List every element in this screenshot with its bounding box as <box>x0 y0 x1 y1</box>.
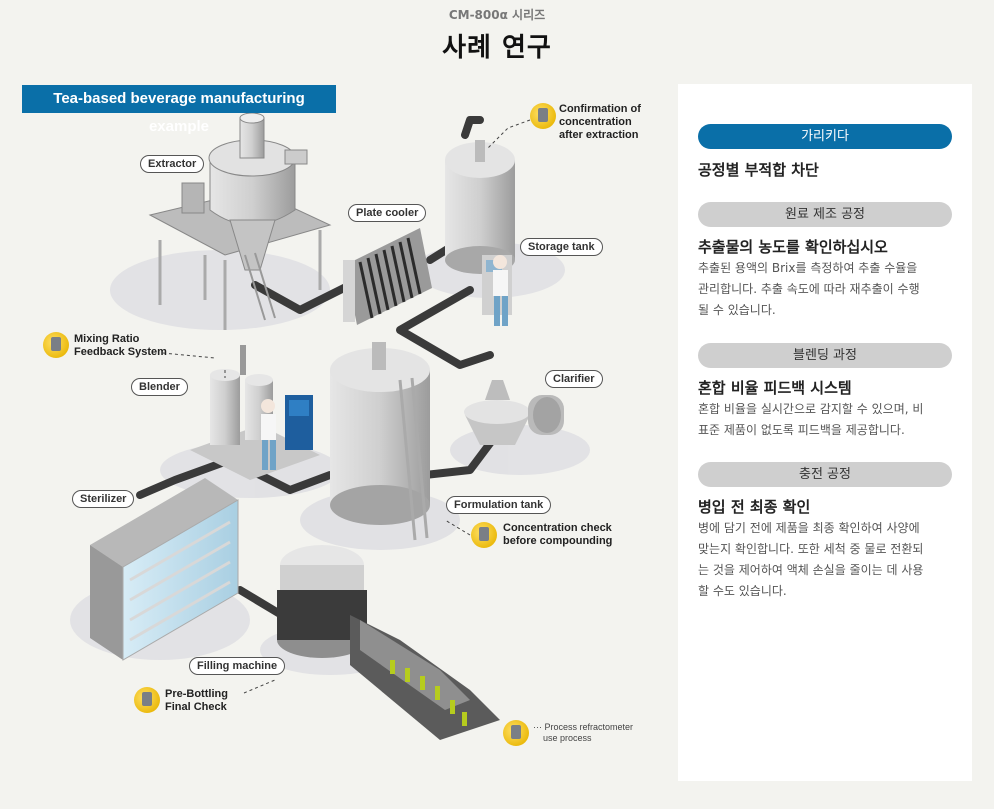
page-title: 사례 연구 <box>442 33 552 63</box>
callout-mixing: Mixing Ratio Feedback System <box>74 333 167 358</box>
sensor-icon <box>530 103 556 129</box>
callout-concentration-check: Concentration check before compounding <box>503 522 613 547</box>
tag-sterilizer: Sterilizer <box>72 490 135 508</box>
process-diagram <box>43 103 590 746</box>
sensor-icon <box>43 332 69 358</box>
section-description: 병에 담기 전에 제품을 최종 확인하여 사양에 맞는지 확인합니다. 또한 세… <box>698 521 924 598</box>
section-heading: 공정별 부적합 차단 <box>698 161 819 179</box>
section-heading: 혼합 비율 피드백 시스템 <box>698 379 852 397</box>
tag-filling-machine: Filling machine <box>189 657 286 675</box>
tag-storage-tank: Storage tank <box>520 238 603 256</box>
pill-raw-material-process: 원료 제조 공정 <box>698 202 952 227</box>
sterilizer <box>90 478 239 661</box>
tag-formulation-tank: Formulation tank <box>446 496 552 514</box>
extractor <box>148 112 332 330</box>
section-heading: 병입 전 최종 확인 <box>698 498 811 516</box>
blender <box>190 345 320 480</box>
section-heading: 추출물의 농도를 확인하십시오 <box>698 238 888 256</box>
series-label: CM-800α 시리즈 <box>448 8 546 22</box>
tag-blender: Blender <box>131 378 188 396</box>
pill-filling-process: 충전 공정 <box>698 462 952 487</box>
filling-machine <box>277 545 500 740</box>
legend-sensor-icon <box>503 720 529 746</box>
diagram-banner: Tea-based beverage manufacturing example <box>22 85 336 135</box>
callout-leaders <box>162 119 531 694</box>
formulation-tank <box>330 342 430 541</box>
diagram-legend: ··· Process refractometer use process <box>533 722 634 743</box>
callout-pre-bottling: Pre-Bottling Final Check <box>165 688 228 713</box>
worker-storage <box>493 255 508 326</box>
sensor-icon <box>134 687 160 713</box>
info-panel: 가리키다 공정별 부적합 차단 원료 제조 공정 추출물의 농도를 확인하십시오… <box>678 84 972 781</box>
callout-confirmation: Confirmation of concentration after extr… <box>559 103 641 141</box>
sensor-icon <box>471 522 497 548</box>
tag-extractor: Extractor <box>140 155 205 173</box>
pill-guide: 가리키다 <box>698 124 952 149</box>
plate-cooler <box>343 228 432 325</box>
tag-plate-cooler: Plate cooler <box>348 204 427 222</box>
pill-blending-process: 블렌딩 과정 <box>698 343 952 368</box>
clarifier <box>464 380 564 445</box>
section-description: 추출된 용액의 Brix를 측정하여 추출 수율을 관리합니다. 추출 속도에 … <box>698 261 920 317</box>
tag-clarifier: Clarifier <box>545 370 603 388</box>
section-description: 혼합 비율을 실시간으로 감지할 수 있으며, 비 표준 제품이 없도록 피드백… <box>698 402 924 437</box>
